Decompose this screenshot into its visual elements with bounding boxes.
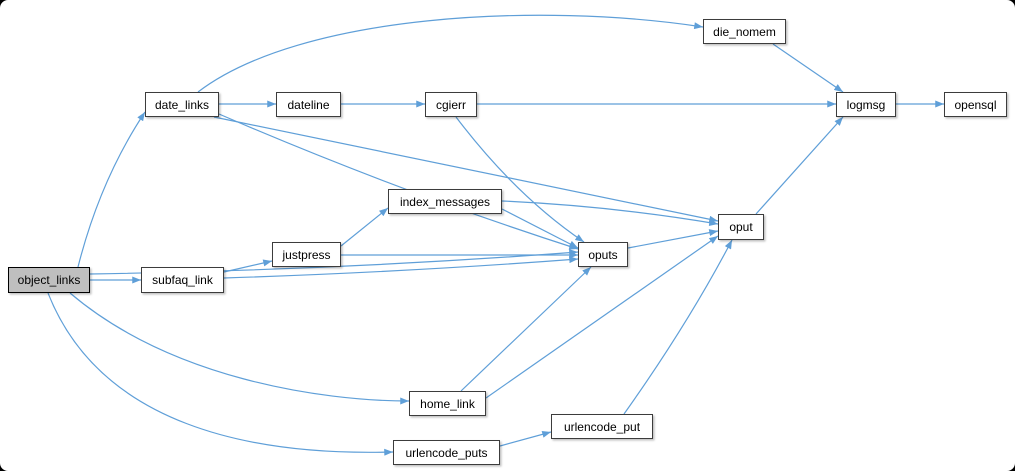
node-oputs[interactable]: oputs (578, 242, 628, 267)
node-label: index_messages (399, 194, 491, 209)
node-label: die_nomem (713, 24, 776, 39)
node-cgierr[interactable]: cgierr (425, 92, 477, 117)
edge-object_links-to-urlencode_puts (47, 292, 394, 456)
node-urlencode_put[interactable]: urlencode_put (551, 414, 653, 439)
edge-index_messages-to-oputs (501, 208, 579, 249)
edge-urlencode_put-to-oput (623, 239, 733, 415)
edge-home_link-to-oputs (460, 266, 592, 392)
node-label: cgierr (435, 97, 466, 112)
edge-subfaq_link-to-justpress (223, 259, 273, 273)
node-dateline[interactable]: dateline (276, 92, 341, 117)
edge-object_links-to-home_link (69, 292, 410, 405)
node-label: oputs (588, 247, 618, 262)
edge-object_links-to-date_links (77, 111, 146, 268)
node-die_nomem[interactable]: die_nomem (703, 19, 786, 44)
node-opensql[interactable]: opensql (944, 92, 1007, 117)
node-label: logmsg (846, 97, 886, 112)
node-object_links[interactable]: object_links (8, 267, 90, 293)
edge-oput-to-logmsg (755, 116, 844, 215)
node-oput[interactable]: oput (718, 214, 764, 240)
edge-oputs-to-oput (627, 229, 719, 249)
node-label: justpress (282, 247, 331, 262)
node-home_link[interactable]: home_link (409, 391, 486, 416)
node-logmsg[interactable]: logmsg (836, 92, 896, 117)
edge-index_messages-to-oput (501, 200, 719, 226)
node-label: subfaq_link (152, 273, 213, 287)
node-index_messages[interactable]: index_messages (388, 189, 502, 214)
edge-date_links-to-oputs (218, 113, 579, 250)
node-date_links[interactable]: date_links (145, 92, 219, 117)
edge-justpress-to-index_messages (340, 207, 389, 247)
node-label: object_links (17, 273, 81, 287)
node-label: opensql (954, 97, 997, 112)
edge-urlencode_puts-to-urlencode_put (499, 430, 552, 447)
edge-date_links-to-oput (213, 116, 719, 223)
node-label: home_link (420, 396, 475, 411)
node-label: dateline (287, 97, 330, 112)
edge-date_links-to-die_nomem (197, 14, 704, 93)
node-label: urlencode_put (563, 419, 641, 434)
node-urlencode_puts[interactable]: urlencode_puts (393, 440, 500, 465)
edge-die_nomem-to-logmsg (772, 43, 844, 93)
node-subfaq_link[interactable]: subfaq_link (141, 267, 224, 293)
edge-subfaq_link-to-oputs (223, 256, 579, 279)
node-label: date_links (154, 97, 210, 112)
node-label: urlencode_puts (405, 445, 488, 460)
edge-cgierr-to-oputs (455, 116, 585, 243)
edge-home_link-to-oput (485, 235, 719, 399)
node-justpress[interactable]: justpress (272, 242, 341, 267)
node-label: oput (729, 220, 753, 234)
